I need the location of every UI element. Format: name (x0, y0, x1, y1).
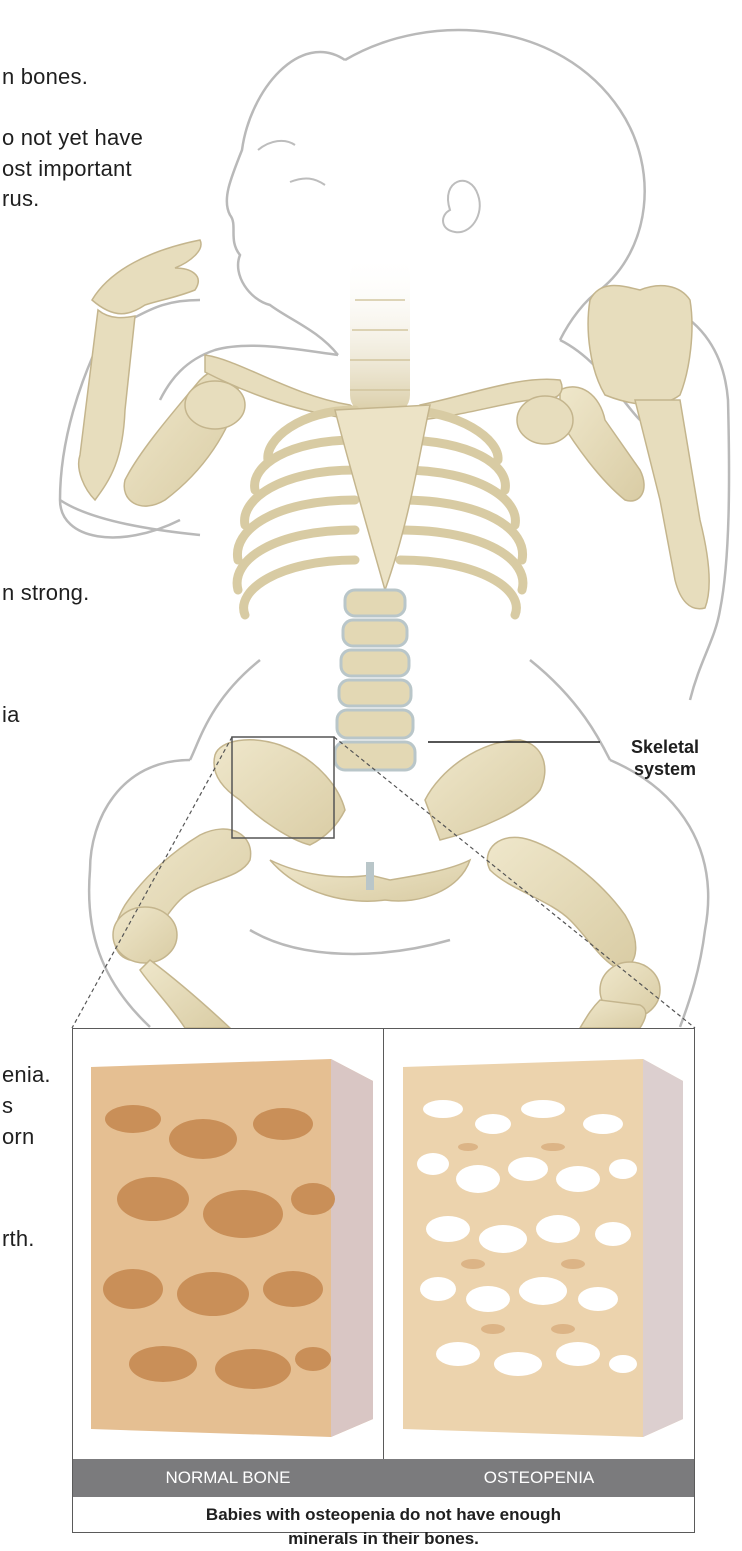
panel-label-bar: NORMAL BONE OSTEOPENIA (73, 1459, 694, 1497)
panel-divider (383, 1029, 384, 1459)
bone-comparison-panel: NORMAL BONE OSTEOPENIA Babies with osteo… (72, 1028, 695, 1533)
skeletal-system-label: Skeletal system (590, 736, 740, 780)
osteopenia-label: OSTEOPENIA (384, 1468, 694, 1488)
face-details (258, 141, 480, 232)
leg-bones (113, 829, 660, 1028)
lumbar-spine (335, 590, 415, 770)
comparison-caption: Babies with osteopenia do not have enoug… (73, 1503, 694, 1551)
bone-tissue-osteopenia (403, 1059, 683, 1437)
bone-tissue-normal (91, 1059, 373, 1437)
normal-bone-label: NORMAL BONE (73, 1468, 383, 1488)
spine-upper (350, 255, 410, 415)
